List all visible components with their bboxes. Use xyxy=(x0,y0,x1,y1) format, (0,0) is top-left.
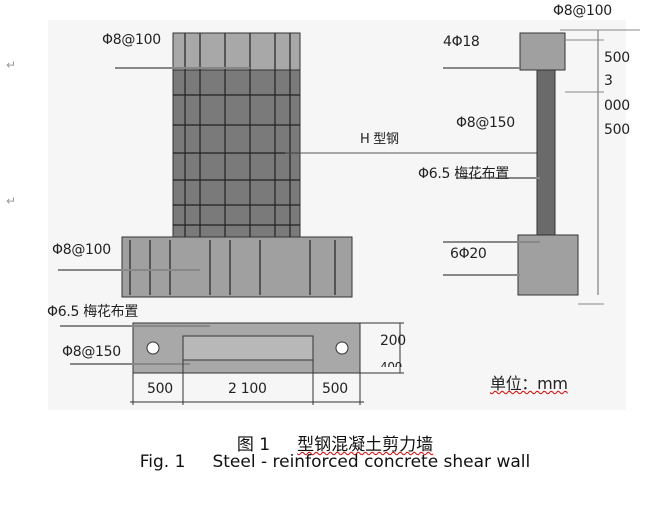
section-top-stirrup-label: Φ8@100 xyxy=(553,3,612,19)
plan-tie-label: Φ6.5 梅花布置 xyxy=(47,304,139,320)
caption-cn-number: 图 1 xyxy=(236,435,271,455)
plan-stirrup-label: Φ8@150 xyxy=(62,344,121,360)
section-tie-label: Φ6.5 梅花布置 xyxy=(418,166,510,182)
plan-dim: 500 xyxy=(147,381,173,397)
elevation-base-stirrup-label: Φ8@100 xyxy=(52,242,111,258)
caption-cn: 图 1 型钢混凝土剪力墙 xyxy=(0,430,670,455)
paragraph-mark: ↵ xyxy=(6,194,16,208)
plan-view xyxy=(60,322,404,405)
plan-dim: 500 xyxy=(322,381,348,397)
section-dim: 500 xyxy=(604,50,630,66)
paragraph-mark: ↵ xyxy=(6,58,16,72)
section-top-bars-label: 4Φ18 xyxy=(443,34,480,50)
caption-en-title: Steel - reinforced concrete shear wall xyxy=(212,452,531,472)
caption-en-number: Fig. 1 xyxy=(139,452,186,472)
section-dim: 500 xyxy=(604,122,630,138)
plan-dim-right-clipped: 400 xyxy=(380,360,403,367)
elevation-view xyxy=(58,32,545,298)
section-web-stirrup-label: Φ8@150 xyxy=(456,115,515,131)
caption-en: Fig. 1 Steel - reinforced concrete shear… xyxy=(0,452,670,472)
section-bottom-bars-label: 6Φ20 xyxy=(450,246,487,262)
units-label: 单位：mm xyxy=(490,374,568,393)
caption-cn-title: 型钢混凝土剪力墙 xyxy=(297,435,434,455)
plan-dim: 2 100 xyxy=(228,381,267,397)
elevation-top-stirrup-label: Φ8@100 xyxy=(102,32,161,48)
section-dim: 000 xyxy=(604,98,630,114)
h-steel-label: H 型钢 xyxy=(360,132,399,147)
section-dim: 3 xyxy=(604,73,613,89)
plan-dim-right: 200 xyxy=(380,333,406,349)
section-view xyxy=(443,29,640,305)
